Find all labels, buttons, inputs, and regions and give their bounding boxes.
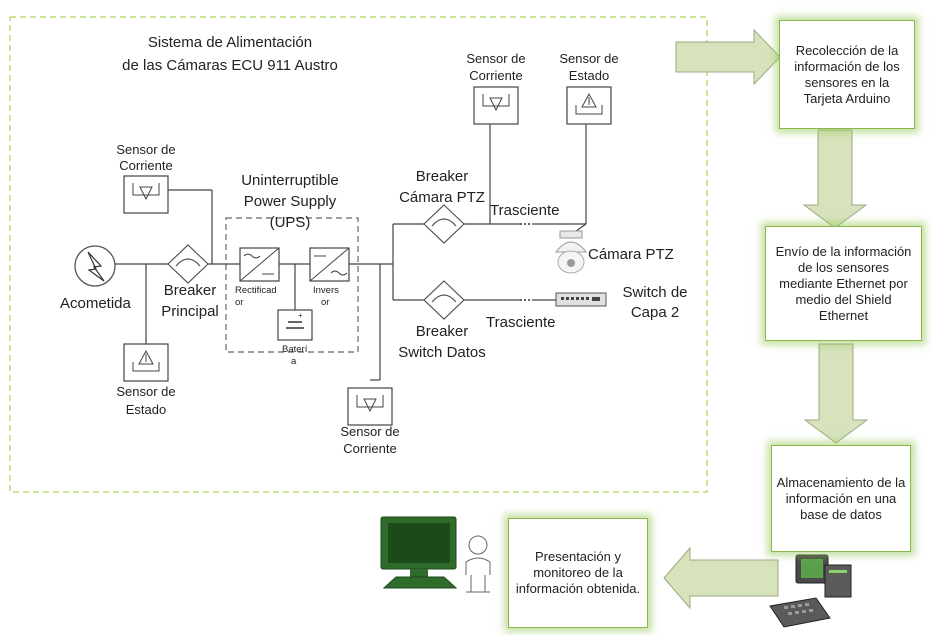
breaker-ptz-label-2: Cámara PTZ — [399, 189, 485, 206]
trasciente-bottom-label: Trasciente — [486, 314, 556, 331]
rectificador-label-2: or — [235, 297, 244, 308]
sensor-estado-left-label-2: Estado — [125, 402, 167, 417]
user-workstation-icon — [380, 516, 491, 593]
flow-step-almacenamiento: Almacenamiento de la información en una … — [771, 445, 911, 552]
rectificador-label-1: Rectificad — [235, 285, 277, 296]
system-title-line1: Sistema de Alimentación — [147, 34, 313, 51]
battery-icon: + — [277, 309, 313, 341]
camara-ptz-label: Cámara PTZ — [588, 246, 674, 263]
sensor-corriente-left-label-1: Sensor de — [116, 142, 176, 157]
current-sensor-icon-left — [123, 175, 169, 214]
sensor-corriente-bottom-label-1: Sensor de — [340, 424, 400, 439]
breaker-switch-label-2: Switch Datos — [398, 344, 486, 361]
breaker-principal-label-2: Principal — [161, 303, 219, 320]
flow-arrow-down-2 — [803, 343, 869, 444]
computer-icon — [769, 554, 852, 628]
rectifier-icon — [239, 247, 280, 282]
flow-step-presentacion-text: Presentación y monitoreo de la informaci… — [515, 549, 641, 596]
current-sensor-icon-bottom — [347, 387, 393, 426]
ups-label-2: Power Supply — [243, 193, 337, 210]
ups-boundary — [225, 217, 359, 353]
network-switch-icon — [555, 292, 607, 307]
flow-step-envio: Envío de la información de los sensores … — [765, 226, 922, 341]
flow-step-recoleccion-text: Recolección de la información de los sen… — [794, 42, 900, 106]
sensor-corriente-bottom-label-2: Corriente — [343, 441, 397, 456]
breaker-switch-label-1: Breaker — [415, 323, 469, 340]
ups-label-3: (UPS) — [269, 214, 311, 231]
sensor-corriente-left-label-2: Corriente — [119, 158, 173, 173]
flow-step-envio-text: Envío de la información de los sensores … — [775, 243, 912, 323]
inverter-icon — [309, 247, 350, 282]
bateria-label-2: a — [291, 356, 297, 367]
bateria-label-1: Baterí — [282, 344, 308, 355]
switch-capa-label-2: Capa 2 — [630, 304, 680, 321]
flow-arrow-down-1 — [802, 129, 868, 229]
svg-text:+: + — [298, 311, 303, 320]
sensor-corriente-top-label-1: Sensor de — [466, 51, 526, 66]
current-sensor-icon-top — [473, 86, 519, 125]
trasciente-top-label: Trasciente — [490, 202, 560, 219]
system-boundary — [9, 16, 708, 493]
inversor-label-2: or — [321, 297, 330, 308]
breaker-principal-label-1: Breaker — [163, 282, 217, 299]
sensor-estado-left-label-1: Sensor de — [116, 384, 176, 399]
breaker-icon-switch — [423, 280, 465, 320]
flow-step-almacenamiento-text: Almacenamiento de la información en una … — [776, 474, 906, 522]
breaker-icon-ptz — [423, 204, 465, 244]
flow-step-recoleccion: Recolección de la información de los sen… — [779, 20, 915, 129]
state-sensor-icon-top — [566, 86, 612, 125]
lightning-icon — [74, 245, 116, 287]
sensor-estado-top-label-1: Sensor de — [559, 51, 619, 66]
ups-label-1: Uninterruptible — [241, 172, 339, 189]
sensor-estado-top-label-2: Estado — [568, 68, 610, 83]
ptz-camera-icon — [554, 230, 588, 274]
state-sensor-icon-left — [123, 343, 169, 382]
switch-capa-label-1: Switch de — [622, 284, 688, 301]
inversor-label-1: Invers — [313, 285, 339, 296]
flow-arrow-left-bottom — [663, 546, 779, 610]
sensor-corriente-top-label-2: Corriente — [469, 68, 523, 83]
flow-step-presentacion: Presentación y monitoreo de la informaci… — [508, 518, 648, 628]
flow-arrow-right-top — [675, 28, 781, 86]
breaker-icon-principal — [167, 244, 209, 284]
system-title-line2: de las Cámaras ECU 911 Austro — [122, 57, 338, 74]
breaker-ptz-label-1: Breaker — [415, 168, 469, 185]
acometida-label: Acometida — [60, 295, 131, 312]
